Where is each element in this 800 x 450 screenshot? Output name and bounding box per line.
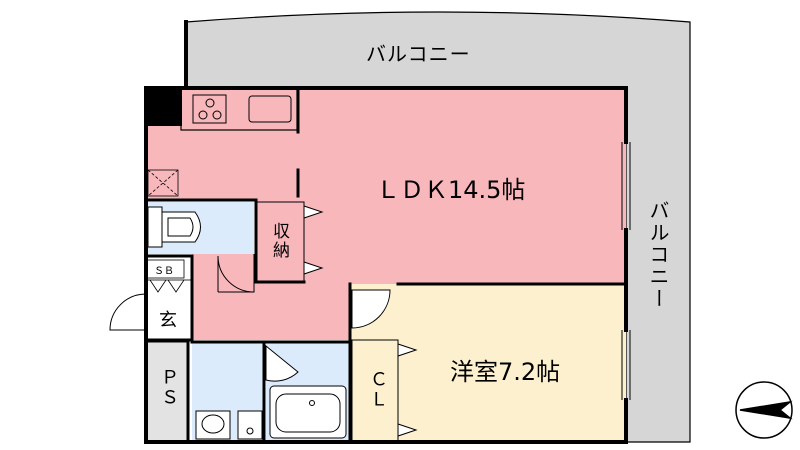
door-swings xyxy=(109,254,391,382)
closet-label: ＣＬ xyxy=(367,370,388,410)
storage-label: 収納 xyxy=(269,222,289,260)
balcony-area xyxy=(185,11,691,443)
balcony-right-label: バルコニー xyxy=(646,200,670,310)
ldk-room xyxy=(146,88,626,340)
shoe-box-door-marks xyxy=(149,279,185,293)
walls xyxy=(144,20,628,444)
kitchen-counter xyxy=(180,87,298,131)
toilet-icon xyxy=(147,206,201,248)
ldk-label: ＬＤＫ14.5帖 xyxy=(376,176,526,204)
bedroom-label: 洋室7.2帖 xyxy=(450,358,561,386)
windows xyxy=(621,142,631,400)
bathtub-icon xyxy=(269,385,347,439)
storage-closet xyxy=(255,201,305,283)
shoe-box-label: ＳＢ xyxy=(154,266,174,277)
balcony-top-label: バルコニー xyxy=(366,42,471,66)
entrance-label: 玄 xyxy=(159,310,177,331)
wall-corner-block xyxy=(144,88,182,126)
closet xyxy=(351,339,399,443)
stove-icon xyxy=(192,94,227,124)
entrance-area xyxy=(145,279,193,341)
sink-icon xyxy=(248,95,292,123)
north-arrow-icon xyxy=(735,381,793,439)
closet-door-markers xyxy=(303,205,418,437)
pipe-space-label: ＰＳ xyxy=(158,368,179,408)
pipe-space xyxy=(145,341,189,443)
washbasin-icon xyxy=(195,410,263,440)
